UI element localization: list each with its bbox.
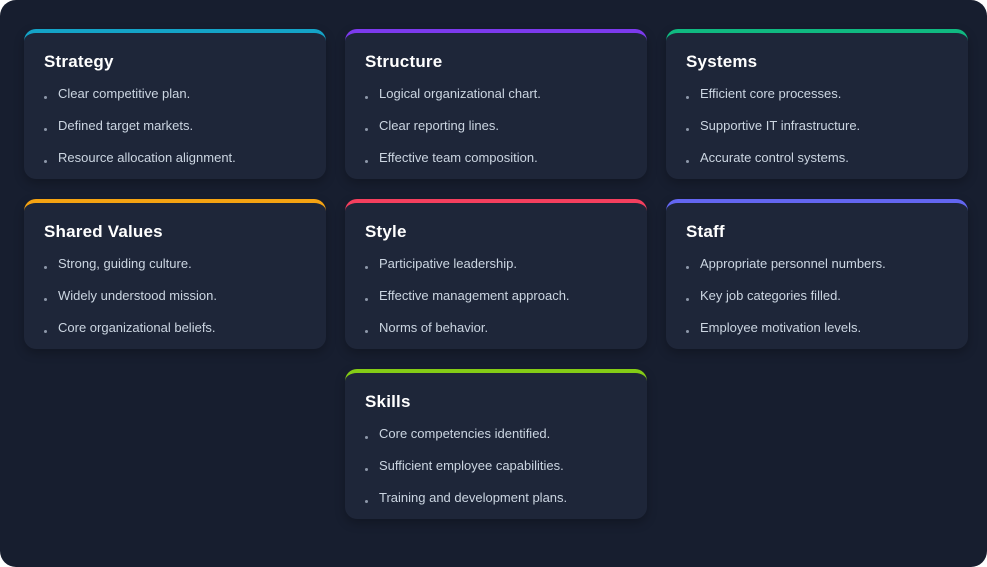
card-list: Core competencies identified. Sufficient… bbox=[365, 425, 627, 507]
card-item-text: Accurate control systems. bbox=[700, 150, 849, 165]
card-title: Structure bbox=[365, 52, 443, 71]
bullet-dot-icon bbox=[44, 298, 47, 301]
card-title: Shared Values bbox=[44, 222, 163, 241]
bullet-dot-icon bbox=[365, 330, 368, 333]
card-item: Clear reporting lines. bbox=[365, 117, 627, 135]
card-title: Systems bbox=[686, 52, 758, 71]
bullet-dot-icon bbox=[44, 160, 47, 163]
card-title: Style bbox=[365, 222, 407, 241]
card-systems: Systems Efficient core processes. Suppor… bbox=[666, 29, 968, 179]
card-item: Defined target markets. bbox=[44, 117, 306, 135]
card-item: Efficient core processes. bbox=[686, 85, 948, 103]
card-list: Participative leadership. Effective mana… bbox=[365, 255, 627, 337]
card-item-text: Norms of behavior. bbox=[379, 320, 489, 335]
card-item-text: Widely understood mission. bbox=[58, 288, 217, 303]
bullet-dot-icon bbox=[365, 468, 368, 471]
card-item-text: Effective management approach. bbox=[379, 288, 570, 303]
card-item-text: Core competencies identified. bbox=[379, 426, 551, 441]
bullet-dot-icon bbox=[365, 96, 368, 99]
card-title: Strategy bbox=[44, 52, 114, 71]
card-item: Supportive IT infrastructure. bbox=[686, 117, 948, 135]
card-list: Clear competitive plan. Defined target m… bbox=[44, 85, 306, 167]
bullet-dot-icon bbox=[365, 500, 368, 503]
card-item: Appropriate personnel numbers. bbox=[686, 255, 948, 273]
bullet-dot-icon bbox=[365, 266, 368, 269]
seven-s-card-grid: Strategy Clear competitive plan. Defined… bbox=[24, 29, 968, 519]
card-item: Clear competitive plan. bbox=[44, 85, 306, 103]
card-list: Logical organizational chart. Clear repo… bbox=[365, 85, 627, 167]
card-item: Participative leadership. bbox=[365, 255, 627, 273]
bullet-dot-icon bbox=[44, 266, 47, 269]
card-item: Norms of behavior. bbox=[365, 319, 627, 337]
card-item: Core competencies identified. bbox=[365, 425, 627, 443]
bullet-dot-icon bbox=[365, 160, 368, 163]
card-item-text: Core organizational beliefs. bbox=[58, 320, 216, 335]
card-item-text: Effective team composition. bbox=[379, 150, 538, 165]
bullet-dot-icon bbox=[686, 330, 689, 333]
card-item: Employee motivation levels. bbox=[686, 319, 948, 337]
bullet-dot-icon bbox=[44, 330, 47, 333]
card-item-text: Strong, guiding culture. bbox=[58, 256, 192, 271]
card-item: Sufficient employee capabilities. bbox=[365, 457, 627, 475]
card-list: Appropriate personnel numbers. Key job c… bbox=[686, 255, 948, 337]
card-skills: Skills Core competencies identified. Suf… bbox=[345, 369, 647, 519]
bullet-dot-icon bbox=[686, 266, 689, 269]
bullet-dot-icon bbox=[686, 298, 689, 301]
bullet-dot-icon bbox=[365, 128, 368, 131]
card-item-text: Clear competitive plan. bbox=[58, 86, 191, 101]
card-item: Effective team composition. bbox=[365, 149, 627, 167]
card-item: Accurate control systems. bbox=[686, 149, 948, 167]
card-item-text: Logical organizational chart. bbox=[379, 86, 541, 101]
card-item: Core organizational beliefs. bbox=[44, 319, 306, 337]
card-item-text: Sufficient employee capabilities. bbox=[379, 458, 564, 473]
card-item-text: Employee motivation levels. bbox=[700, 320, 862, 335]
card-strategy: Strategy Clear competitive plan. Defined… bbox=[24, 29, 326, 179]
card-item-text: Appropriate personnel numbers. bbox=[700, 256, 886, 271]
card-item: Training and development plans. bbox=[365, 489, 627, 507]
bullet-dot-icon bbox=[686, 160, 689, 163]
card-list: Efficient core processes. Supportive IT … bbox=[686, 85, 948, 167]
bullet-dot-icon bbox=[44, 96, 47, 99]
card-item-text: Training and development plans. bbox=[379, 490, 568, 505]
bullet-dot-icon bbox=[686, 96, 689, 99]
card-item-text: Defined target markets. bbox=[58, 118, 194, 133]
card-item: Key job categories filled. bbox=[686, 287, 948, 305]
card-item-text: Clear reporting lines. bbox=[379, 118, 499, 133]
bullet-dot-icon bbox=[686, 128, 689, 131]
card-title: Skills bbox=[365, 392, 411, 411]
bullet-dot-icon bbox=[44, 128, 47, 131]
card-item-text: Resource allocation alignment. bbox=[58, 150, 236, 165]
card-structure: Structure Logical organizational chart. … bbox=[345, 29, 647, 179]
card-staff: Staff Appropriate personnel numbers. Key… bbox=[666, 199, 968, 349]
bullet-dot-icon bbox=[365, 298, 368, 301]
card-item-text: Supportive IT infrastructure. bbox=[700, 118, 861, 133]
card-item-text: Efficient core processes. bbox=[700, 86, 842, 101]
card-item: Strong, guiding culture. bbox=[44, 255, 306, 273]
card-item: Logical organizational chart. bbox=[365, 85, 627, 103]
card-item: Effective management approach. bbox=[365, 287, 627, 305]
card-item: Resource allocation alignment. bbox=[44, 149, 306, 167]
card-item: Widely understood mission. bbox=[44, 287, 306, 305]
card-item-text: Key job categories filled. bbox=[700, 288, 841, 303]
card-style: Style Participative leadership. Effectiv… bbox=[345, 199, 647, 349]
card-list: Strong, guiding culture. Widely understo… bbox=[44, 255, 306, 337]
card-item-text: Participative leadership. bbox=[379, 256, 518, 271]
card-title: Staff bbox=[686, 222, 725, 241]
bullet-dot-icon bbox=[365, 436, 368, 439]
card-shared-values: Shared Values Strong, guiding culture. W… bbox=[24, 199, 326, 349]
